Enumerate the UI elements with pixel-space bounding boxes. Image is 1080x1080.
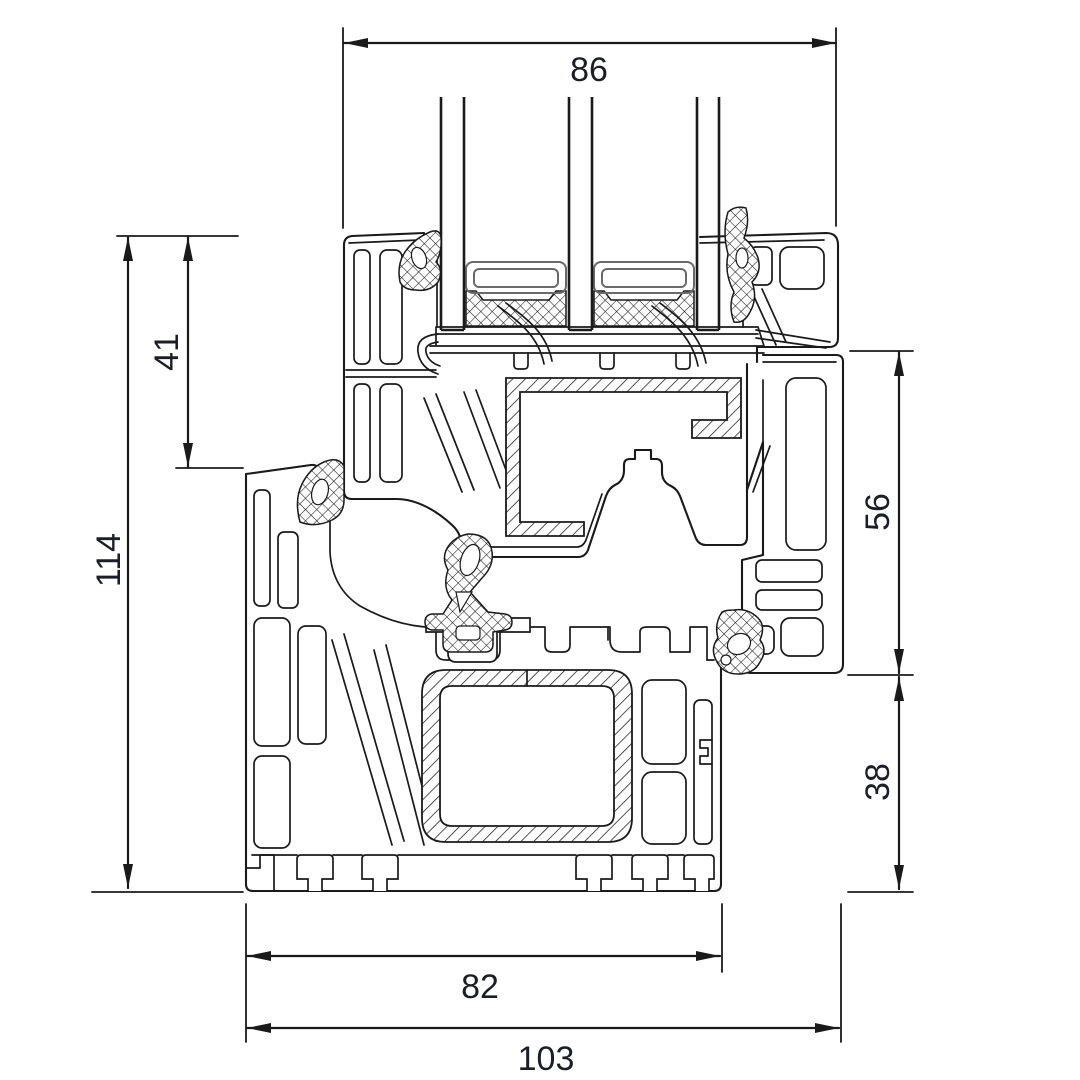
dimension-label-114: 114 (90, 533, 128, 587)
arrowhead (894, 677, 904, 701)
glazing-spacer (465, 261, 567, 294)
arrowhead (344, 38, 368, 48)
frame-clip-detail (699, 739, 713, 765)
sash-chamber (379, 383, 403, 483)
glazing-bridge (417, 326, 831, 375)
frame-chamber (693, 699, 713, 845)
arrowhead (123, 237, 133, 261)
gasket-hole (310, 478, 330, 506)
arrowhead (894, 352, 904, 376)
frame-chamber (641, 679, 687, 765)
frame-chamber (253, 489, 271, 607)
gasket-hole (455, 591, 474, 614)
extension-line (116, 235, 244, 469)
arrowhead (812, 38, 836, 48)
bridge-bars (429, 326, 831, 354)
upstand-chamber (780, 617, 824, 657)
arrowhead (123, 864, 133, 888)
arrowhead (815, 1023, 839, 1033)
extension-line (245, 903, 842, 1043)
dimension-label-41: 41 (148, 333, 186, 371)
gasket-hole (455, 625, 481, 641)
frame-foot-step (245, 854, 275, 892)
frame-foot-slot (361, 854, 399, 891)
overhang-inner-lines (699, 239, 825, 346)
upstand-chamber (755, 589, 823, 611)
frame-chamber (253, 755, 291, 849)
glazing-spacer (593, 261, 695, 294)
arrowhead (247, 951, 271, 961)
dimension-label-38: 38 (859, 763, 897, 801)
dimension-right-lower-height: 38 (847, 675, 914, 893)
glazing-spacer (601, 268, 687, 288)
steel-reinforcement-lower (421, 669, 633, 843)
arrowhead (894, 649, 904, 673)
upstand-chamber (755, 559, 823, 583)
glazing-clips (497, 302, 707, 367)
overhang-chamber (779, 246, 825, 290)
glass-panes (439, 97, 721, 332)
sash-outline (342, 231, 749, 559)
sash-chamber (353, 249, 371, 365)
arrowhead (696, 951, 720, 961)
frame-foot-slot (296, 854, 334, 891)
dimension-upper-left-height: 41 (116, 235, 244, 469)
glazing-unit (439, 97, 721, 367)
overhang-outline (698, 231, 840, 364)
dimension-label-56: 56 (859, 493, 897, 531)
arrowhead (894, 865, 904, 889)
gasket-hole (459, 543, 481, 577)
arrowhead (183, 237, 193, 261)
dimension-label-103: 103 (518, 1040, 575, 1078)
arrowhead (183, 443, 193, 467)
dimension-top-width: 86 (342, 27, 838, 229)
dimension-bottom-total-width: 103 (245, 903, 842, 1078)
frame-foot-slot (683, 854, 715, 891)
steel-box (421, 669, 633, 843)
dimension-label-82: 82 (461, 968, 499, 1006)
bridge-feet (513, 352, 691, 370)
sash-chamber (379, 249, 403, 365)
glazing-sealant (593, 290, 695, 327)
sash-diagonal-webs (423, 389, 513, 493)
extension-line (847, 350, 914, 676)
glazing-spacer (473, 268, 559, 288)
upstand-inner-lines (752, 361, 837, 493)
upstand-chamber (785, 377, 827, 551)
dimension-bottom-inner-width: 82 (245, 903, 723, 1006)
frame-chamber (253, 617, 291, 747)
frame-foot-slot (631, 854, 669, 891)
frame-profile (244, 463, 723, 893)
sash-overhang (698, 231, 840, 364)
gasket-hole (726, 632, 752, 656)
gasket-hole (410, 246, 428, 270)
gaskets (296, 206, 765, 675)
dimension-label-86: 86 (570, 51, 608, 89)
gasket-hole (735, 247, 749, 269)
frame-chamber (297, 625, 327, 745)
arrowhead (247, 1023, 271, 1033)
sash-chamber (353, 383, 371, 483)
dimension-total-left-height: 114 (90, 235, 244, 893)
gasket-hole (720, 654, 732, 666)
frame-chamber (277, 531, 299, 609)
frame-chamber (641, 771, 687, 845)
extension-line (342, 27, 837, 229)
frame-diagonal-webs (331, 633, 437, 846)
frame-step-lines (607, 626, 715, 661)
dimension-right-upper-height: 56 (847, 350, 914, 676)
steel-reinforcement-upper (505, 377, 742, 537)
bridge-gutter (417, 333, 441, 375)
frame-foot-slot (575, 854, 613, 891)
